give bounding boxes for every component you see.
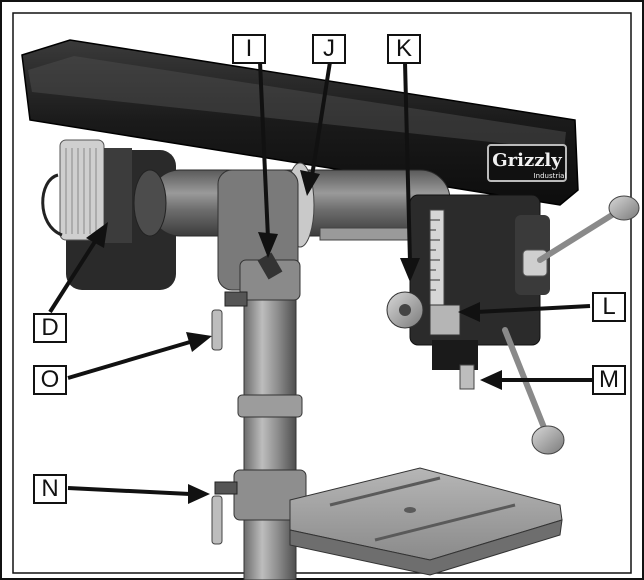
- callout-O: O: [33, 365, 67, 395]
- column: [243, 279, 297, 580]
- callout-M: M: [592, 365, 626, 395]
- brand-sublabel: Industrial: [534, 172, 567, 180]
- brand-label: Grizzly: [492, 150, 562, 171]
- callout-K: K: [387, 34, 421, 64]
- callout-N: N: [33, 474, 67, 504]
- callout-D: D: [33, 313, 67, 343]
- callout-J: J: [312, 34, 346, 64]
- brand-plate: Grizzly Industrial: [487, 144, 567, 182]
- callout-I: I: [232, 34, 266, 64]
- callout-L: L: [592, 292, 626, 322]
